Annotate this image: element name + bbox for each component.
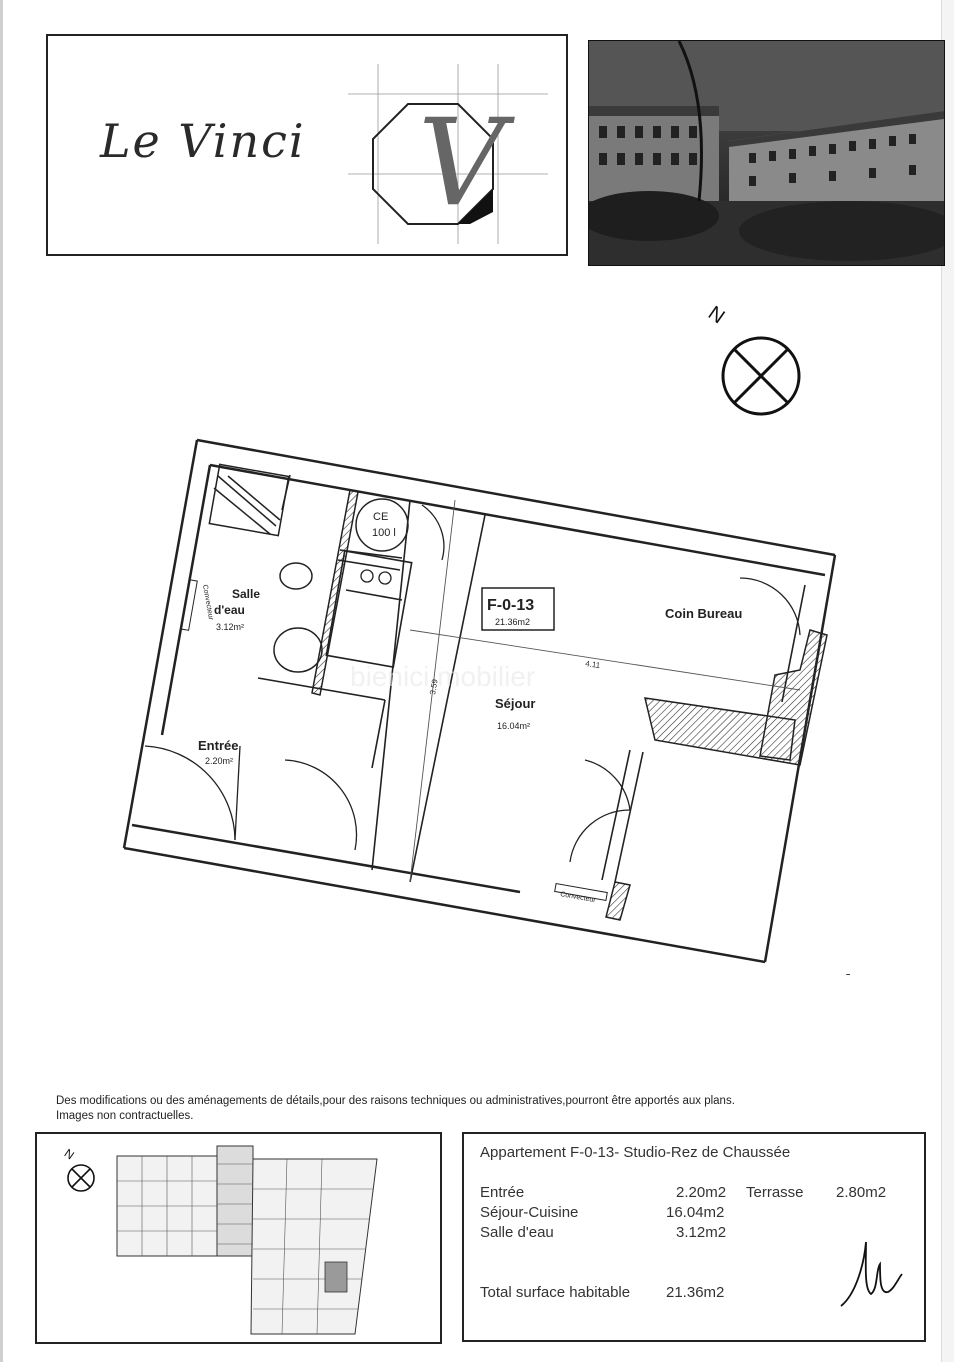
compass-north-label: N [704,302,728,328]
north-compass: N [704,302,801,416]
dimension-height: 3.59 [428,678,440,695]
summary-title: Appartement F-0-13- Studio-Rez de Chauss… [480,1144,791,1161]
mini-compass-label: N [62,1146,77,1162]
summary-total-label: Total surface habitable [480,1284,631,1301]
building-plan-drawing: N [62,1145,378,1335]
highlighted-unit [324,1261,348,1293]
summary-label-terrasse: Terrasse [746,1184,804,1201]
dimension-width: 4.11 [585,659,602,670]
room-label-salle-line2: d'eau [214,603,245,617]
summary-label-entree: Entrée [480,1184,525,1201]
unit-area: 21.36m2 [495,617,530,627]
logo-emblem: V [348,64,548,244]
corner-mark: ⊥ [845,962,850,978]
building-photo-drawing [589,41,944,265]
signature [840,1241,903,1307]
summary-total-value: 21.36m2 [666,1284,725,1301]
building-photo [588,40,945,266]
disclaimer: Des modifications ou des aménagements de… [56,1094,886,1124]
apartment-summary: Appartement F-0-13- Studio-Rez de Chauss… [462,1132,926,1342]
tank-label-volume: 100 l [372,527,396,539]
room-area-salle: 3.12m² [216,622,244,632]
unit-code: F-0-13 [487,597,534,614]
summary-label-salle: Salle d'eau [480,1224,554,1241]
convector-label-bath: Convecteur [201,584,214,621]
convector-label-living: Convecteur [560,891,597,904]
disclaimer-line-2: Images non contractuelles. [56,1110,194,1122]
logo-box: Le Vinci V [46,34,568,256]
watermark: bienici mobilier [350,661,535,692]
disclaimer-line-1: Des modifications ou des aménagements de… [56,1095,735,1107]
logo-name: Le Vinci [100,114,306,168]
summary-value-salle: 3.12m2 [676,1224,727,1241]
room-label-coin-bureau: Coin Bureau [665,606,742,621]
room-area-sejour: 16.04m² [497,721,530,731]
room-label-sejour: Séjour [495,696,535,711]
room-label-salle-line1: Salle [232,587,260,601]
mini-compass [67,1164,95,1192]
logo-letter: V [418,94,515,233]
room-area-entree: 2.20m² [205,756,233,766]
building-plan-box: N [35,1132,442,1344]
room-label-entree: Entrée [198,738,238,753]
summary-value-sejour: 16.04m2 [666,1204,725,1221]
tank-label-ce: CE [373,511,388,523]
summary-value-terrasse: 2.80m2 [836,1184,887,1201]
page-edge-right [941,0,954,1362]
summary-value-entree: 2.20m2 [676,1184,727,1201]
page-edge-left [0,0,3,1362]
floor-plan: CE 100 l 4.11 3.59 Convecteur Convecteur… [122,438,850,978]
summary-label-sejour: Séjour-Cuisine [480,1204,579,1221]
